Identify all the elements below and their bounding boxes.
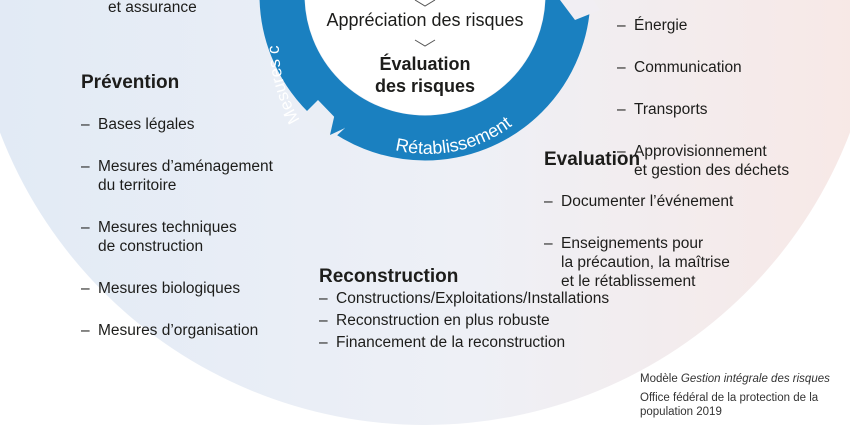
cycle-ring	[259, 0, 600, 161]
ring-gap-right	[560, 0, 600, 20]
list-item: Énergie	[617, 16, 789, 35]
credit-text: Modèle	[640, 373, 681, 385]
reconstruction-title: Reconstruction	[319, 266, 459, 287]
list-item: Approvisionnement et gestion des déchets	[617, 142, 789, 180]
credit-model-name: Gestion intégrale des risques	[680, 373, 830, 385]
inner-circle	[305, 0, 545, 115]
list-item: Enseignements pour la précaution, la maî…	[544, 234, 733, 291]
list-item: Transports	[617, 100, 789, 119]
list-item: Mesures d’aménagement du territoire	[81, 157, 273, 195]
list-item: Mesures d’organisation	[81, 321, 273, 340]
list-item: Constructions/Exploitations/Installation…	[319, 289, 609, 308]
credit-model: Modèle Gestion intégrale des risques	[640, 372, 830, 386]
credit-line: population 2019	[640, 406, 722, 418]
reconstruction-section: Reconstruction Constructions/Exploitatio…	[319, 265, 609, 355]
evaluation-title: Evaluation	[544, 149, 641, 170]
list-item: Mesures techniques de construction	[81, 218, 273, 256]
list-item: Documenter l’événement	[544, 192, 733, 211]
step-line: Évaluation	[379, 54, 471, 74]
credit-source: Office fédéral de la protection de la po…	[640, 391, 818, 419]
prevention-section: Prévention Bases légales Mesures d’aména…	[81, 71, 273, 363]
prevention-title: Prévention	[81, 72, 180, 93]
step-risk-appreciation: Appréciation des risques	[326, 10, 524, 30]
chevron-down-icon	[414, 0, 436, 7]
list-item: Financement de la reconstruction	[319, 333, 609, 352]
list-item: Bases légales	[81, 115, 273, 134]
top-right-section: Énergie Communication Transports Approvi…	[617, 0, 789, 203]
top-left-fragment: et assurance	[108, 0, 197, 16]
step-risk-evaluation: Évaluation des risques	[300, 53, 550, 97]
step-line: des risques	[374, 76, 476, 96]
chevron-down-icon	[414, 39, 436, 47]
evaluation-section: Evaluation Documenter l’événement Enseig…	[544, 148, 733, 314]
credit-line: Office fédéral de la protection de la	[640, 392, 819, 404]
list-item: Communication	[617, 58, 789, 77]
list-item: Mesures biologiques	[81, 279, 273, 298]
list-item: Reconstruction en plus robuste	[319, 311, 609, 330]
